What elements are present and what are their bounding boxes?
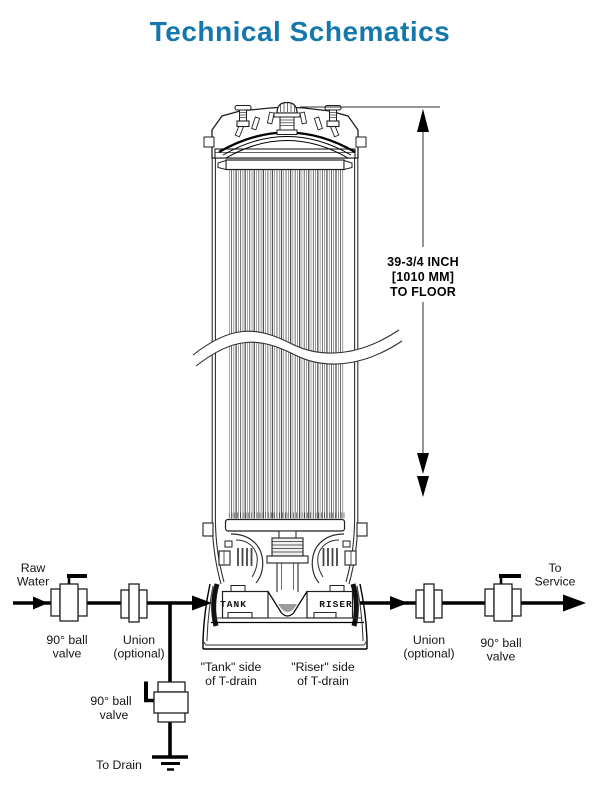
ball-valve-left-label-2: valve [53,647,82,661]
cartridge-top-plate [217,159,353,171]
ball-valve-right-label-2: valve [487,650,516,664]
dimension-text-inch: 39-3/4 INCH [387,255,459,269]
dimension-text-floor: TO FLOOR [390,285,456,299]
flow-arrow-to-service [563,594,586,612]
union-right-label-1: Union [413,633,445,647]
cap-bolt-left [234,104,252,128]
tank-shell [211,157,359,521]
to-service-label-1: To [549,561,562,575]
tank-lower-head: TANK RISER [202,518,368,650]
ball-valve-drain-label-1: 90° ball [90,694,131,708]
to-service-label-2: Service [534,575,575,589]
plumbing-schematic [13,574,586,771]
riser-port-label: RISER [319,599,353,610]
raw-water-label-1: Raw [21,561,46,575]
ball-valve-drain-icon [144,681,189,723]
cap-right-tab [355,136,367,148]
distributor-left [218,533,264,584]
riser-side-label-1: "Riser" side [291,660,355,674]
tank-side-label-2: of T-drain [205,674,257,688]
tank-drawing: TANK RISER [192,101,403,650]
dimension-arrow-up [417,109,429,132]
cap-band-slots [234,111,340,138]
tank-top-cap [203,101,367,159]
tank-port-chamber [211,585,364,624]
cap-left-tab [203,136,215,148]
flow-arrow-outlet [390,596,408,610]
tank-side-label-1: "Tank" side [201,660,262,674]
union-left-label-2: (optional) [113,647,164,661]
plumbing-labels: Raw Water 90° ball valve Union (optional… [17,561,576,772]
dimension-arrow-down-2 [417,476,429,497]
riser-side-label-2: of T-drain [297,674,349,688]
union-left-icon [120,583,148,623]
cap-center-vent [273,101,301,135]
tank-skirt-base [202,583,368,650]
union-left-label-1: Union [123,633,155,647]
dimension-arrow-down-1 [417,453,429,474]
page-title: Technical Schematics [149,16,451,47]
ball-valve-right-icon [484,574,522,622]
ball-valve-left-icon [50,574,88,622]
flow-arrow-into-tank [192,595,212,611]
ball-valve-left-label-1: 90° ball [46,633,87,647]
raw-water-label-2: Water [17,575,49,589]
tank-port-label: TANK [220,599,247,610]
to-drain-label: To Drain [96,758,142,772]
drain-ground-icon [152,755,188,771]
break-line-band [192,329,403,367]
dimension-annotation: 39-3/4 INCH [1010 MM] TO FLOOR [300,106,459,497]
distributor-right [311,533,357,584]
dimension-text-mm: [1010 MM] [392,270,454,284]
ball-valve-right-label-1: 90° ball [480,636,521,650]
union-right-icon [415,583,443,623]
union-right-label-2: (optional) [403,647,454,661]
flow-arrow-inlet [33,596,48,610]
ball-valve-drain-label-2: valve [100,708,129,722]
